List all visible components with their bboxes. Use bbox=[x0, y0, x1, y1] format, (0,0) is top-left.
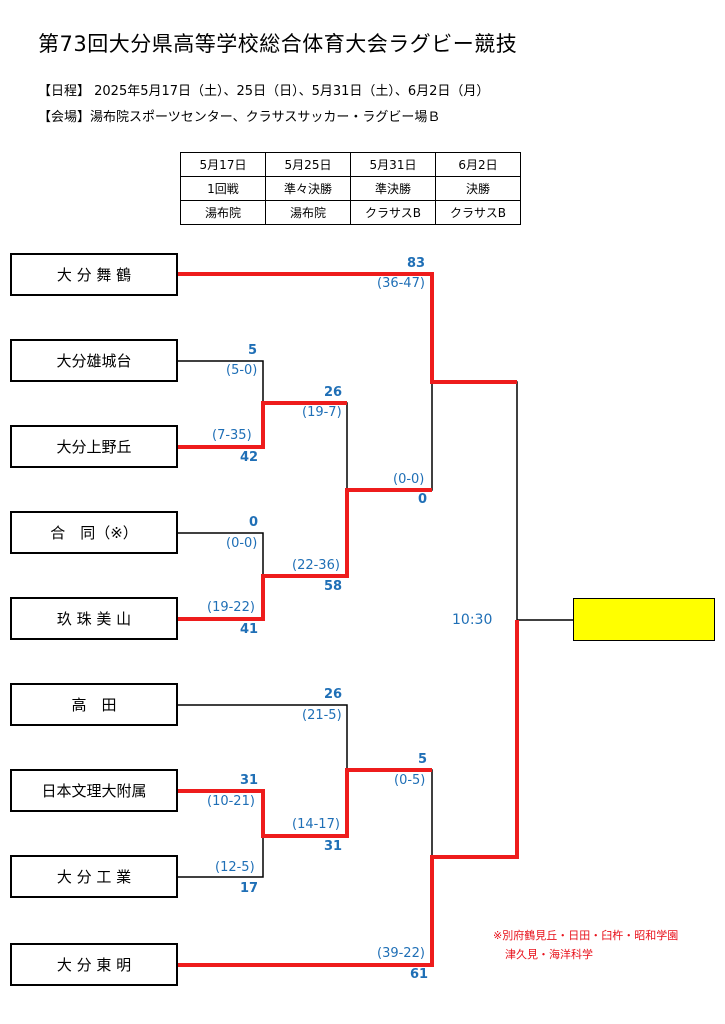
score-label: 0 bbox=[418, 492, 428, 507]
line-uenogaoka bbox=[178, 401, 347, 449]
score-label: 17 bbox=[240, 881, 259, 896]
team-kusu-biyama: 玖 珠 美 山 bbox=[10, 597, 178, 640]
halftime-label: (10-21) bbox=[207, 794, 255, 809]
team-oita-oginojodai: 大分雄城台 bbox=[10, 339, 178, 382]
score-label: 31 bbox=[240, 773, 259, 788]
date-cell: 6月2日 bbox=[435, 152, 521, 177]
round-cell: 決勝 bbox=[435, 176, 521, 201]
note-line: 津久見・海洋科学 bbox=[505, 948, 593, 961]
schedule-line: 【日程】 2025年5月17日（土）、25日（日）、5月31日（土）、6月2日（… bbox=[38, 84, 490, 99]
team-oita-tomei: 大 分 東 明 bbox=[10, 943, 178, 986]
venue-line: 【会場】湯布院スポーツセンター、クラサスサッカー・ラグビー場Ｂ bbox=[38, 110, 441, 125]
team-godo: 合 同（※） bbox=[10, 511, 178, 554]
line-final-top bbox=[432, 381, 518, 620]
venue-cell: クラサスB bbox=[435, 200, 521, 225]
venue-cell: クラサスB bbox=[350, 200, 436, 225]
score-label: 0 bbox=[249, 515, 259, 530]
halftime-label: (39-22) bbox=[377, 946, 425, 961]
line-maizuru bbox=[178, 272, 517, 384]
halftime-label: (5-0) bbox=[226, 363, 258, 378]
score-label: 41 bbox=[240, 622, 259, 637]
halftime-label: (0-0) bbox=[393, 472, 425, 487]
halftime-label: (0-0) bbox=[226, 536, 258, 551]
venue-cell: 湯布院 bbox=[265, 200, 351, 225]
score-label: 26 bbox=[324, 385, 343, 400]
line-tomei bbox=[178, 620, 519, 967]
halftime-label: (19-22) bbox=[207, 600, 255, 615]
team-nippon-bunri-fuzoku: 日本文理大附属 bbox=[10, 769, 178, 812]
halftime-label: (14-17) bbox=[292, 817, 340, 832]
line-takada bbox=[178, 704, 348, 770]
page-title: 第73回大分県高等学校総合体育大会ラグビー競技 bbox=[38, 32, 518, 56]
round-cell: 準決勝 bbox=[350, 176, 436, 201]
score-label: 58 bbox=[324, 579, 343, 594]
round-cell: 準々決勝 bbox=[265, 176, 351, 201]
winner-lines bbox=[178, 272, 519, 967]
date-cell: 5月31日 bbox=[350, 152, 436, 177]
halftime-label: (21-5) bbox=[302, 708, 342, 723]
score-label: 83 bbox=[407, 256, 426, 271]
line-oitakogyo bbox=[178, 836, 264, 878]
line-godo bbox=[178, 532, 264, 576]
line-odaijo bbox=[178, 360, 264, 403]
schedule-table: 5月17日 5月25日 5月31日 6月2日 1回戦 準々決勝 準決勝 決勝 湯… bbox=[180, 152, 521, 225]
final-time: 10:30 bbox=[452, 612, 493, 628]
score-label: 42 bbox=[240, 450, 259, 465]
round-cell: 1回戦 bbox=[180, 176, 266, 201]
halftime-label: (19-7) bbox=[302, 405, 342, 420]
line-bunri bbox=[178, 768, 432, 838]
note-line: ※別府鶴見丘・日田・臼杵・昭和学園 bbox=[493, 929, 679, 942]
date-cell: 5月17日 bbox=[180, 152, 266, 177]
halftime-label: (22-36) bbox=[292, 558, 340, 573]
team-takada: 高 田 bbox=[10, 683, 178, 726]
halftime-label: (12-5) bbox=[215, 860, 255, 875]
halftime-label: (36-47) bbox=[377, 276, 425, 291]
line-kusubiyama bbox=[178, 488, 432, 621]
champion-box bbox=[573, 598, 715, 641]
score-label: 26 bbox=[324, 687, 343, 702]
score-label: 31 bbox=[324, 839, 343, 854]
date-cell: 5月25日 bbox=[265, 152, 351, 177]
team-oita-kogyo: 大 分 工 業 bbox=[10, 855, 178, 898]
score-label: 61 bbox=[410, 967, 429, 982]
team-oita-uenogaoka: 大分上野丘 bbox=[10, 425, 178, 468]
score-label: 5 bbox=[418, 752, 428, 767]
halftime-label: (7-35) bbox=[212, 428, 252, 443]
team-oita-maizuru: 大 分 舞 鶴 bbox=[10, 253, 178, 296]
halftime-label: (0-5) bbox=[394, 773, 426, 788]
score-label: 5 bbox=[248, 343, 258, 358]
venue-cell: 湯布院 bbox=[180, 200, 266, 225]
